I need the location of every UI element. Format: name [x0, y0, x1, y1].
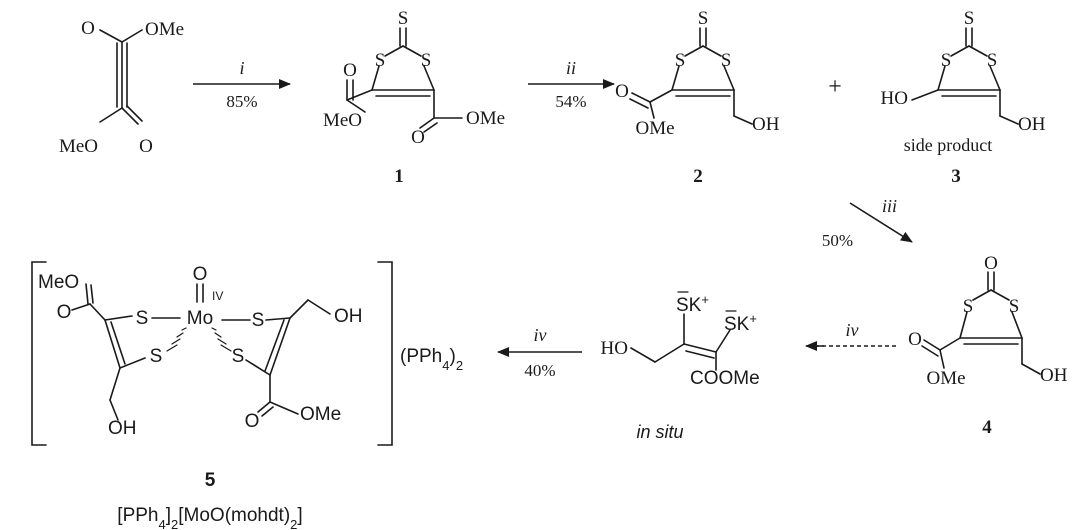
- atom-o: O: [984, 253, 998, 274]
- reaction-arrow-iii: iii 50%: [822, 196, 913, 250]
- compound-3: S S S HO OH side product 3: [881, 8, 1046, 187]
- atom-s: S: [675, 50, 686, 71]
- dithiolate-intermediate: HO SK+ SK+ COOMe in situ: [601, 291, 760, 442]
- atom-s: S: [232, 346, 245, 367]
- atom-oh: OH: [334, 306, 363, 327]
- atom-meo: MeO: [59, 136, 98, 157]
- reaction-arrow-ii: ii 54%: [528, 58, 615, 111]
- atom-o: O: [139, 136, 153, 157]
- condition-label: iv: [846, 320, 859, 340]
- atom-s: S: [398, 8, 409, 29]
- atom-ome: OMe: [300, 404, 341, 425]
- atom-ome: OMe: [635, 118, 674, 139]
- atom-ome: OMe: [466, 108, 505, 129]
- compound-number: 1: [394, 166, 404, 187]
- atom-cooome: COOMe: [690, 368, 760, 389]
- atom-s: S: [421, 50, 432, 71]
- yield-label: 54%: [555, 92, 586, 111]
- atom-oh: OH: [1040, 365, 1068, 386]
- hashed-bond: [166, 327, 187, 352]
- left-bracket: [31, 261, 47, 446]
- atom-s: S: [963, 296, 974, 317]
- oxidation-state: IV: [212, 289, 223, 303]
- reaction-arrow-iv: iv 40%: [497, 325, 582, 380]
- atom-o: O: [908, 329, 922, 350]
- thiolate-label: SK+: [724, 311, 757, 336]
- starting-material-dmad: O OMe MeO O: [59, 18, 184, 157]
- atom-o: O: [615, 81, 629, 102]
- compound-number: 2: [693, 166, 703, 187]
- thiolate-label: SK+: [676, 292, 709, 317]
- atom-o: O: [57, 302, 72, 323]
- atom-s: S: [252, 310, 265, 331]
- complex-formula: [PPh4]2[MoO(mohdt)2]: [117, 505, 302, 530]
- compound-number: 3: [951, 166, 961, 187]
- atom-s: S: [150, 346, 163, 367]
- reaction-arrow-iv-dashed: iv: [805, 320, 896, 351]
- side-product-note: side product: [904, 135, 992, 155]
- atom-ome: OMe: [926, 368, 965, 389]
- atom-oh: OH: [108, 418, 137, 439]
- compound-1: S S S O MeO O OMe 1: [323, 8, 505, 187]
- atom-s: S: [721, 50, 732, 71]
- compound-4: O S S O OMe OH 4: [908, 253, 1068, 438]
- atom-s: S: [375, 50, 386, 71]
- plus-sign: +: [828, 74, 842, 100]
- yield-label: 85%: [226, 92, 257, 111]
- atom-o: O: [193, 264, 208, 285]
- compound-2: S S S O OMe OH 2: [615, 8, 780, 187]
- in-situ-note: in situ: [636, 422, 683, 442]
- compound-number: 5: [205, 470, 216, 491]
- atom-s: S: [987, 50, 998, 71]
- atom-o: O: [411, 127, 425, 148]
- compound-5-complex: O Mo IV S S S S MeO O OH OH O OMe 5: [31, 261, 393, 491]
- atom-oh: OH: [752, 114, 780, 135]
- metal-mo: Mo: [187, 308, 213, 329]
- atom-o: O: [81, 18, 95, 39]
- atom-s: S: [941, 50, 952, 71]
- yield-label: 50%: [822, 231, 853, 250]
- condition-label: iv: [534, 325, 547, 345]
- reaction-arrow-i: i 85%: [193, 58, 291, 111]
- hashed-bond: [211, 327, 232, 352]
- atom-o: O: [245, 411, 260, 432]
- counterion-label: (PPh4)2: [400, 346, 463, 373]
- atom-ome: OMe: [145, 19, 184, 40]
- condition-label: ii: [566, 58, 576, 78]
- condition-label: i: [239, 58, 244, 78]
- atom-s: S: [964, 8, 975, 29]
- atom-meo: MeO: [38, 272, 79, 293]
- right-bracket: [377, 261, 393, 446]
- atom-o: O: [343, 60, 357, 81]
- atom-oh: OH: [1018, 114, 1046, 135]
- condition-label: iii: [882, 196, 897, 216]
- atom-s: S: [698, 8, 709, 29]
- atom-ho: HO: [601, 338, 628, 359]
- atom-s: S: [1009, 296, 1020, 317]
- atom-ho: HO: [881, 88, 908, 109]
- compound-number: 4: [982, 417, 992, 438]
- atom-s: S: [136, 308, 149, 329]
- yield-label: 40%: [524, 361, 555, 380]
- atom-meo: MeO: [323, 110, 362, 131]
